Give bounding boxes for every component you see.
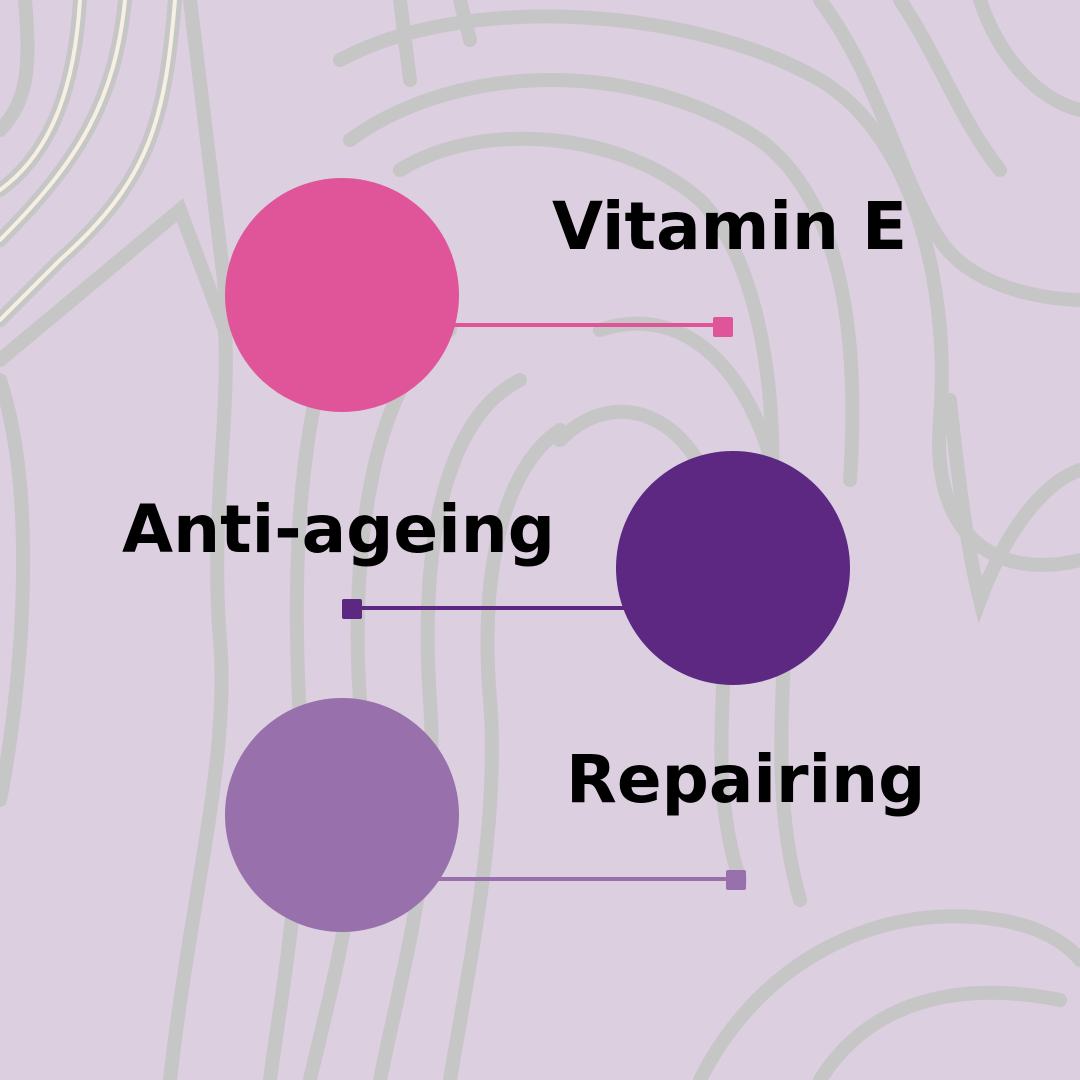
repairing-connector-end xyxy=(726,870,746,890)
vitamin-e-circle xyxy=(225,178,459,412)
anti-ageing-label: Anti-ageing xyxy=(122,491,556,568)
anti-ageing-circle xyxy=(616,451,850,685)
anti-ageing-connector-line xyxy=(352,606,632,610)
vitamin-e-label: Vitamin E xyxy=(552,188,908,265)
vitamin-e-connector-line xyxy=(450,323,730,327)
repairing-circle xyxy=(225,698,459,932)
anti-ageing-connector-end xyxy=(342,599,362,619)
repairing-label: Repairing xyxy=(566,741,926,818)
repairing-connector-line xyxy=(435,877,735,881)
vitamin-e-connector-end xyxy=(713,317,733,337)
